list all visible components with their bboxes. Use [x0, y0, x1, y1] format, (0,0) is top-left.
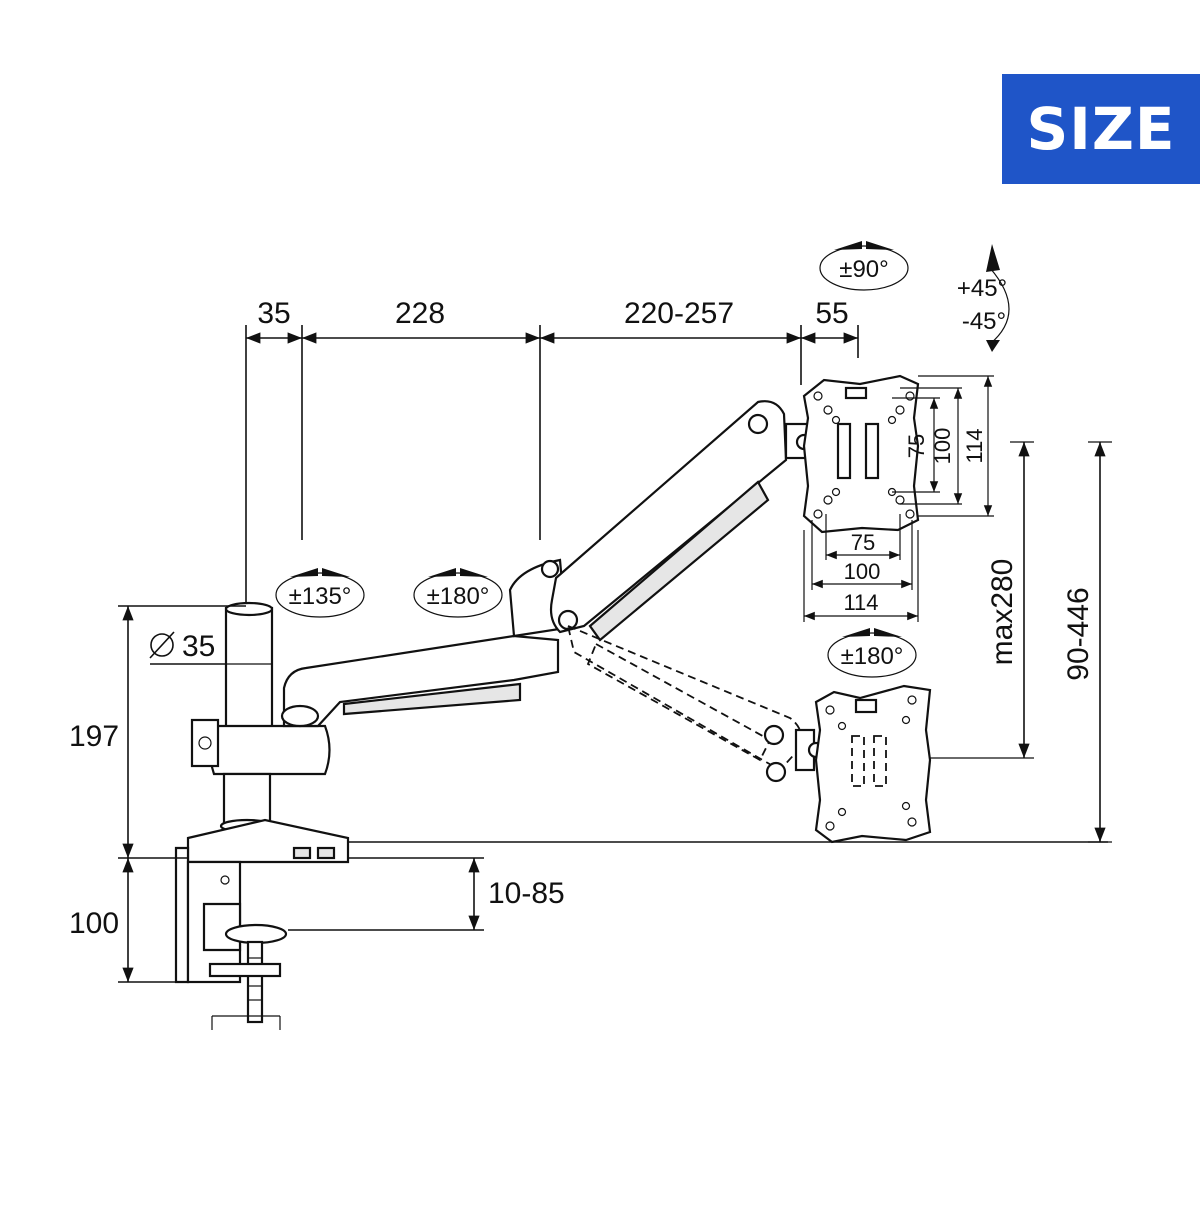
dim-clamp-height: 100 — [69, 907, 119, 940]
vesa-h-100: 100 — [844, 559, 881, 584]
dim-top-35: 35 — [257, 297, 290, 330]
pole-and-clamp: 35 — [149, 601, 350, 1030]
vesa-v-75: 75 — [904, 434, 929, 458]
angle-badge-head: ±90° — [819, 241, 909, 291]
angle-tilt-up: +45° — [957, 275, 1007, 302]
top-dimension-chain: 35 228 220-257 55 — [245, 297, 859, 606]
dim-arm-height-max: max280 — [986, 559, 1019, 666]
vesa-plate-lower — [814, 684, 932, 844]
angle-badge-tilt: +45° -45° — [957, 244, 1010, 352]
vesa-h-114: 114 — [843, 590, 878, 615]
angle-pole-swivel: ±135° — [289, 583, 352, 610]
angle-arm-swivel: ±180° — [427, 583, 490, 610]
vesa-plate-upper — [802, 374, 920, 534]
upper-arm-lowered — [566, 624, 825, 783]
left-dimensions: 197 100 — [69, 605, 246, 983]
vesa-v-114: 114 — [962, 428, 987, 463]
size-badge-label: SIZE — [1026, 95, 1176, 163]
angle-badge-arm: ±180° — [413, 568, 503, 618]
dim-top-220-257: 220-257 — [624, 297, 734, 330]
angle-badge-pole: ±135° — [275, 568, 365, 618]
vesa-horizontal-dimensions: 75 100 114 — [803, 514, 919, 622]
size-badge: SIZE — [1002, 74, 1200, 184]
angle-rotation: ±180° — [841, 643, 904, 670]
dim-pole-diameter: 35 — [182, 630, 215, 663]
vesa-v-100: 100 — [930, 428, 955, 465]
angle-badge-rotation: ±180° — [827, 628, 917, 678]
vesa-vertical-dimensions: 75 100 114 — [892, 375, 994, 517]
dim-pole-height: 197 — [69, 720, 119, 753]
vesa-h-75: 75 — [851, 530, 875, 555]
dim-top-55: 55 — [815, 297, 848, 330]
angle-tilt-down: -45° — [962, 308, 1006, 335]
right-height-dimensions: max280 90-446 — [930, 441, 1112, 843]
angle-head-swivel: ±90° — [839, 256, 888, 283]
dim-arm-height-range: 90-446 — [1062, 587, 1095, 680]
dim-desk-thickness: 10-85 — [488, 877, 565, 910]
dim-top-228: 228 — [395, 297, 445, 330]
upper-arm — [549, 400, 813, 642]
desk-thickness-dimension: 10-85 — [288, 857, 565, 931]
